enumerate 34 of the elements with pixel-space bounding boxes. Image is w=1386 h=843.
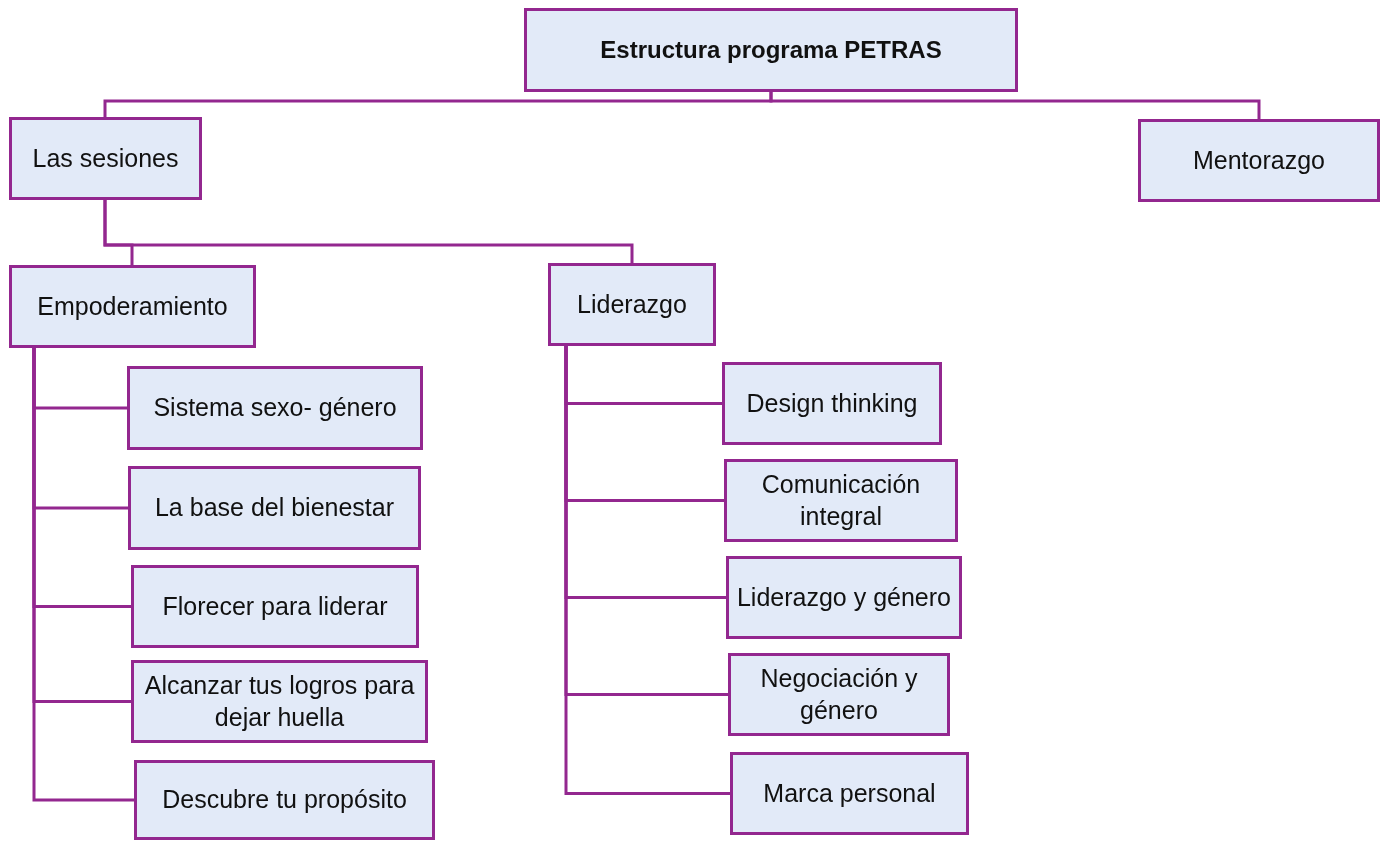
topic-box [131,565,419,648]
topic-label: Empoderamiento [37,290,228,322]
topic-box [728,653,950,736]
topic-label: Negociación y género [759,663,919,726]
connector-line [564,346,730,795]
topic-box [724,459,958,542]
topic-label: Design thinking [746,387,918,419]
connector-line [103,200,634,263]
topic-label: Liderazgo [577,288,687,320]
topic-box [128,466,421,550]
topic-label: Descubre tu propósito [162,784,407,816]
topic-box [127,366,423,450]
topic-box [131,660,428,743]
title-text: Estructura programa PETRAS [600,35,942,65]
topic-box [9,117,202,200]
topic-label: Mentorazgo [1193,144,1325,176]
topic-box [726,556,962,639]
connector-line [769,92,1261,119]
topic-box [1138,119,1380,202]
topic-label: Las sesiones [32,142,179,174]
topic-label: Marca personal [763,777,936,809]
connector-line [32,348,134,802]
topic-label: Liderazgo y género [736,581,951,613]
topic-box [730,752,969,835]
topic-label: La base del bienestar [154,492,395,524]
topic-box [548,263,716,346]
title-box [524,8,1018,92]
topic-label: Sistema sexo- género [153,392,397,424]
topic-box [9,265,256,348]
topic-label: Comunicación integral [760,469,922,532]
topic-box [722,362,942,445]
topic-label: Florecer para liderar [162,590,388,622]
topic-box [134,760,435,840]
topic-label: Alcanzar tus logros para dejar huella [143,670,416,733]
